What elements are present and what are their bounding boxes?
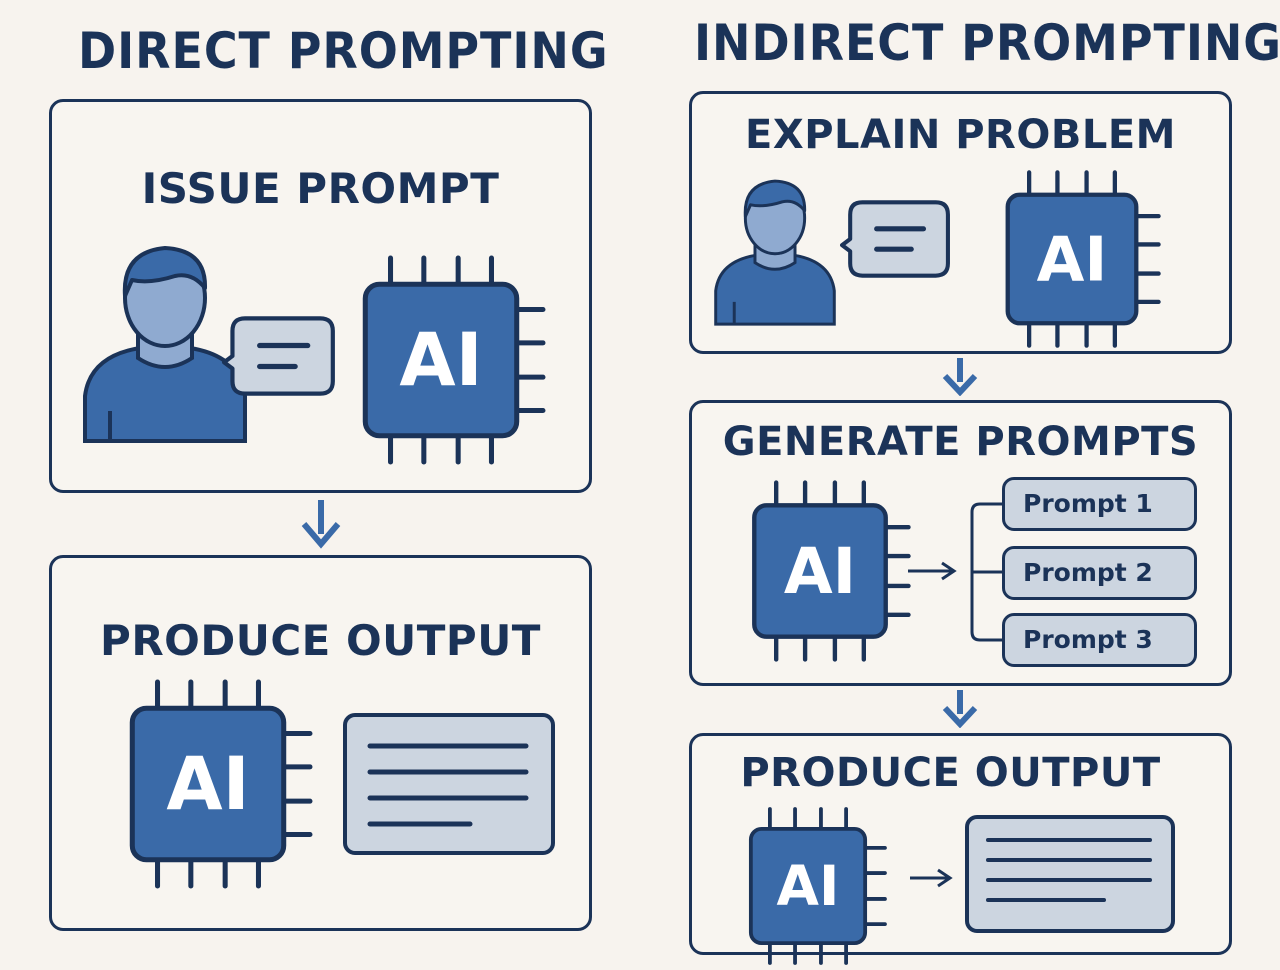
speech-bubble-icon: [222, 314, 337, 398]
direct-prompting-title: DIRECT PROMPTING: [78, 22, 609, 80]
arrow-right-icon: [908, 561, 957, 581]
produce-output-panel-direct: PRODUCE OUTPUT AI: [49, 555, 592, 931]
generate-prompts-panel: GENERATE PROMPTS AI Prompt 1 Prompt 2 Pr…: [689, 400, 1232, 686]
explain-problem-title: EXPLAIN PROBLEM: [745, 112, 1176, 158]
ai-chip-icon: AI: [982, 169, 1162, 349]
ai-chip-label: AI: [784, 534, 856, 608]
prompt-3-item: Prompt 3: [1002, 613, 1197, 667]
ai-chip-icon: AI: [728, 479, 912, 663]
arrow-down-icon: [301, 500, 341, 549]
ai-chip-icon: AI: [728, 806, 888, 966]
ai-chip-label: AI: [777, 854, 840, 918]
explain-problem-panel: EXPLAIN PROBLEM AI: [689, 91, 1232, 354]
issue-prompt-title: ISSUE PROMPT: [141, 164, 500, 213]
document-icon: [965, 815, 1175, 933]
document-icon: [343, 713, 555, 855]
indirect-prompting-title: INDIRECT PROMPTING: [694, 14, 1280, 72]
produce-output-title: PRODUCE OUTPUT: [100, 616, 541, 665]
produce-output-title: PRODUCE OUTPUT: [740, 750, 1161, 796]
speech-bubble-icon: [840, 198, 952, 280]
prompt-2-item: Prompt 2: [1002, 546, 1197, 600]
arrow-down-icon: [942, 690, 978, 728]
issue-prompt-panel: ISSUE PROMPT AI: [49, 99, 592, 493]
produce-output-panel-indirect: PRODUCE OUTPUT AI: [689, 733, 1232, 965]
ai-chip-icon: AI: [102, 678, 314, 890]
ai-chip-label: AI: [166, 743, 249, 827]
prompt-1-item: Prompt 1: [1002, 477, 1197, 531]
person-icon: [712, 172, 838, 328]
ai-chip-icon: AI: [335, 254, 547, 466]
arrow-down-icon: [942, 358, 978, 396]
generate-prompts-title: GENERATE PROMPTS: [722, 419, 1199, 465]
ai-chip-label: AI: [1037, 223, 1108, 295]
prompt-branch-connector: [970, 502, 1006, 642]
arrow-right-icon: [910, 868, 953, 888]
ai-chip-label: AI: [399, 319, 482, 403]
